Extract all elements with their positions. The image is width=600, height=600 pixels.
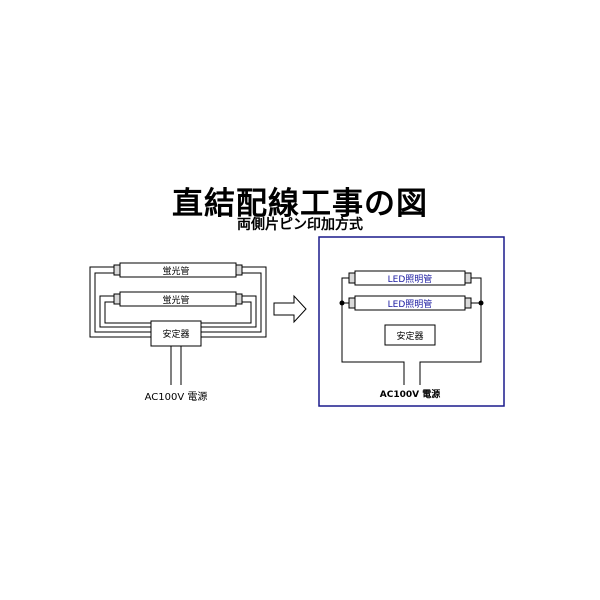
after-ballast-box: [384, 324, 436, 346]
right-arrow-icon: [273, 294, 307, 324]
after-tube-top-label: LED照明管: [388, 273, 433, 285]
before-power-label: AC100V 電源: [145, 390, 208, 403]
after-power-label: AC100V 電源: [380, 388, 440, 400]
wire: [104, 301, 151, 324]
fluorescent-tube-top: [113, 262, 243, 278]
wire: [89, 266, 151, 338]
before-tube-top-label: 蛍光管: [162, 265, 189, 277]
diagram-title: 直結配線工事の図: [172, 186, 428, 222]
wire: [201, 301, 252, 324]
before-ballast-label: 安定器: [162, 328, 189, 340]
wire: [201, 272, 262, 333]
wire: [201, 295, 257, 328]
after-ballast-label: 安定器: [396, 330, 423, 342]
wire: [341, 277, 405, 385]
wire: [201, 266, 267, 338]
junction-dot: [339, 300, 345, 306]
wire: [99, 295, 151, 328]
before-tube-bottom-label: 蛍光管: [162, 294, 189, 306]
led-tube-top: [348, 270, 472, 286]
after-wiring-frame: [318, 236, 505, 407]
after-wiring-panel: [341, 270, 482, 385]
before-wiring-panel: [89, 262, 267, 385]
wire: [94, 272, 151, 333]
diagram-subtitle: 両側片ピン印加方式: [237, 217, 363, 233]
before-ballast-box: [150, 320, 202, 347]
after-tube-bottom-label: LED照明管: [388, 298, 433, 310]
fluorescent-tube-bottom: [113, 291, 243, 307]
wire: [419, 277, 482, 385]
junction-dot: [478, 300, 484, 306]
led-tube-bottom: [348, 295, 472, 311]
